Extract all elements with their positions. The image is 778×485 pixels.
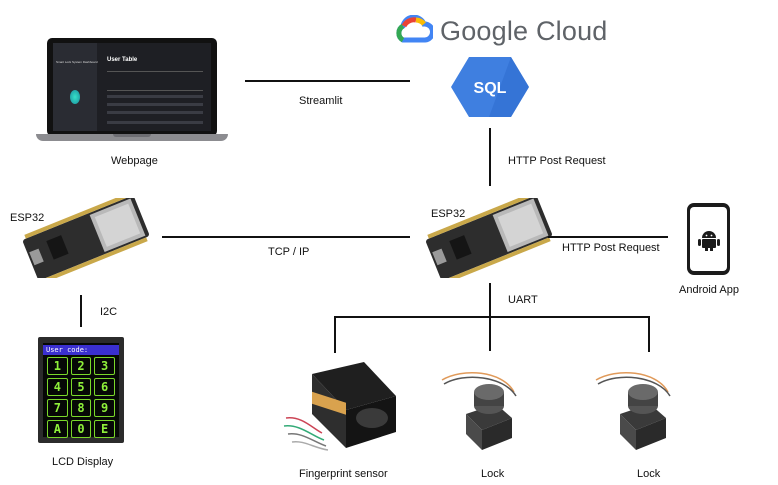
edge-i2c-line: [80, 295, 82, 327]
laptop-row: [107, 121, 203, 124]
edge-streamlit-line: [245, 80, 410, 82]
edge-label-uart: UART: [508, 294, 538, 306]
edge-label-i2c: I2C: [100, 306, 118, 318]
lcd-keypad: 1 2 3 4 5 6 7 8 9 A 0 E: [47, 357, 115, 438]
lcd-key: 6: [94, 378, 115, 396]
lcd-key: 3: [94, 357, 115, 375]
cloud-sql-icon: SQL: [449, 55, 531, 119]
node-label-lock-2: Lock: [637, 468, 661, 480]
laptop-row: [107, 103, 203, 106]
esp32-left-board: [12, 198, 160, 278]
edge-http-app-line: [548, 236, 668, 238]
google-cloud-logo: [395, 15, 433, 45]
laptop-base: [36, 134, 228, 141]
lcd-key: 0: [70, 420, 92, 438]
edge-uart-left-drop: [334, 316, 336, 353]
edge-uart-bus-line: [334, 316, 650, 318]
laptop-table: [107, 71, 203, 91]
laptop-row: [107, 111, 203, 114]
laptop-sidebar: Smart Lock System Dashboard: [53, 43, 98, 131]
lcd-key: A: [47, 420, 68, 438]
node-label-fingerprint: Fingerprint sensor: [299, 468, 388, 480]
laptop-webpage-image: Smart Lock System Dashboard User Table: [47, 38, 217, 136]
node-label-esp32-right: ESP32: [431, 208, 466, 220]
node-label-android: Android App: [679, 284, 739, 296]
node-label-lock-1: Lock: [481, 468, 505, 480]
node-label-webpage: Webpage: [111, 155, 158, 167]
edge-label-tcpip: TCP / IP: [268, 246, 310, 258]
fingerprint-icon: [70, 90, 80, 104]
lcd-key: 7: [47, 399, 68, 417]
lcd-key: 4: [47, 378, 68, 396]
laptop-row: [107, 95, 203, 98]
laptop-sidebar-title: Smart Lock System Dashboard: [56, 60, 98, 64]
fingerprint-sensor-image: [282, 358, 402, 458]
node-label-lcd: LCD Display: [52, 456, 114, 468]
laptop-page-title: User Table: [107, 57, 138, 63]
lock-2-image: [586, 370, 681, 455]
lcd-key: E: [94, 420, 115, 438]
esp32-right-board: [415, 198, 563, 278]
android-phone: [687, 203, 730, 275]
edge-label-http-cloud: HTTP Post Request: [508, 155, 606, 167]
lcd-header: User code:: [43, 345, 119, 355]
lock-1-image: [432, 370, 527, 455]
google-cloud-label: Google Cloud: [440, 16, 608, 46]
lcd-key: 1: [47, 357, 68, 375]
edge-uart-right-drop: [648, 316, 650, 352]
lcd-key: 2: [70, 357, 92, 375]
edge-http-cloud-line: [489, 128, 491, 186]
edge-tcpip-line: [162, 236, 410, 238]
node-label-esp32-left: ESP32: [10, 212, 45, 224]
laptop-notch: [113, 134, 151, 137]
sql-text: SQL: [474, 80, 507, 97]
edge-label-streamlit: Streamlit: [299, 95, 343, 107]
lcd-key: 5: [70, 378, 92, 396]
lcd-display-image: User code: 1 2 3 4 5 6 7 8 9 A 0 E: [38, 337, 124, 443]
lcd-key: 9: [94, 399, 115, 417]
android-icon: [698, 229, 720, 251]
edge-label-http-app: HTTP Post Request: [562, 242, 660, 254]
lcd-key: 8: [70, 399, 92, 417]
